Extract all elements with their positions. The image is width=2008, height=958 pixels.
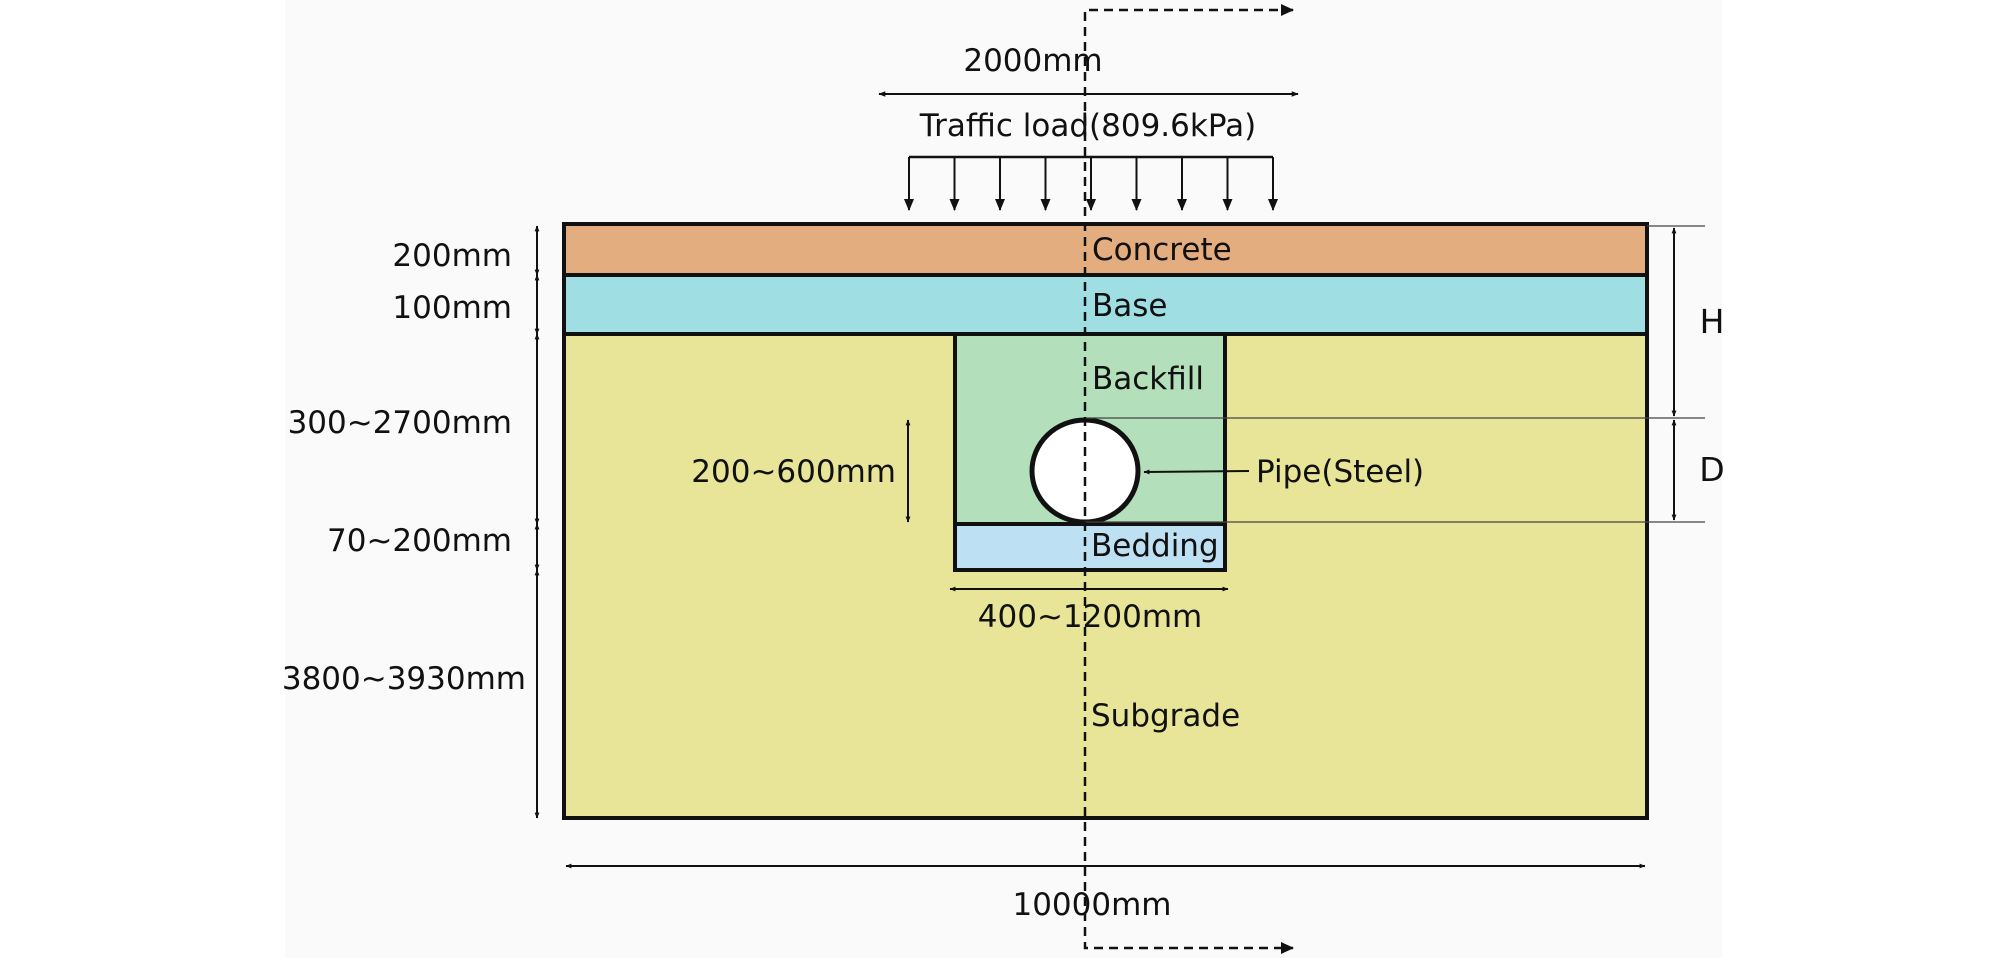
symmetry-axis bbox=[1083, 8, 1293, 950]
model-outline bbox=[562, 222, 1649, 820]
concrete-layer bbox=[564, 224, 1647, 275]
bedding-region bbox=[955, 524, 1225, 570]
concrete-thickness-label: 200mm bbox=[392, 238, 512, 274]
trench-outline bbox=[953, 332, 1227, 572]
subgrade-label: Subgrade bbox=[1091, 698, 1240, 734]
load-arrow-head bbox=[1131, 199, 1142, 211]
pipe-diameter-label: 200~600mm bbox=[691, 454, 896, 490]
trench-width-label: 400~1200mm bbox=[978, 599, 1202, 635]
base-thickness-label: 100mm bbox=[392, 290, 512, 326]
backfill-label: Backfill bbox=[1092, 361, 1204, 397]
load-arrow-head bbox=[1086, 199, 1096, 211]
traffic-load-label: Traffic load(809.6kPa) bbox=[919, 108, 1256, 144]
bedding-label: Bedding bbox=[1091, 528, 1219, 564]
symmetry-arrow-top bbox=[1281, 4, 1294, 16]
cover-depth-label: 300~2700mm bbox=[288, 405, 512, 441]
load-arrow-head bbox=[995, 199, 1005, 211]
load-arrow-head bbox=[1268, 199, 1278, 211]
symmetry-arrow-bottom bbox=[1281, 942, 1294, 954]
load-arrow-head bbox=[1040, 199, 1051, 211]
subgrade-depth-label: 3800~3930mm bbox=[282, 661, 526, 697]
total-width-label: 10000mm bbox=[1012, 887, 1171, 923]
base-label: Base bbox=[1092, 288, 1168, 324]
bedding-thickness-label: 70~200mm bbox=[327, 523, 512, 559]
d-label: D bbox=[1699, 450, 1724, 489]
load-width-label: 2000mm bbox=[963, 43, 1102, 79]
load-arrow-head bbox=[1222, 199, 1233, 211]
base-layer bbox=[564, 275, 1647, 334]
load-arrow-head bbox=[1177, 199, 1187, 211]
load-arrows bbox=[904, 157, 1278, 211]
load-arrow-head bbox=[904, 199, 914, 211]
h-label: H bbox=[1700, 302, 1725, 341]
pipe-label-leader bbox=[1143, 469, 1250, 475]
concrete-label: Concrete bbox=[1092, 232, 1232, 268]
pipe-label: Pipe(Steel) bbox=[1256, 454, 1424, 490]
load-arrow-head bbox=[949, 199, 960, 211]
